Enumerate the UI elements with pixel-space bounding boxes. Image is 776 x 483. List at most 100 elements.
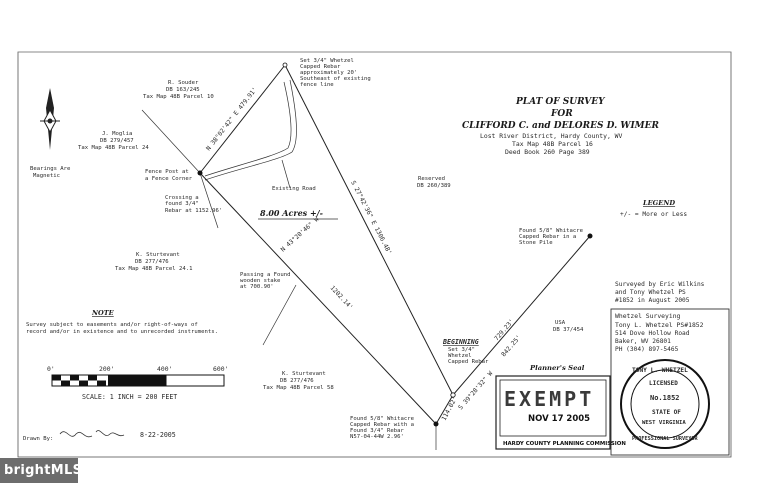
plat-district: Lost River District, Hardy County, WV [480,132,623,140]
callout-set-rebar-top: Set 3/4" Whetzel Capped Rebar approximat… [300,58,371,88]
svg-text:SCALE: 1 INCH = 200 FEET: SCALE: 1 INCH = 200 FEET [82,393,177,401]
svg-text:J. Moglia: J. Moglia [102,131,132,137]
svg-text:Fence Post at: Fence Post at [145,169,189,175]
svg-text:at 700.90': at 700.90' [240,284,274,290]
svg-text:Capped Rebar: Capped Rebar [448,359,489,365]
svg-text:Set 3/4" Whetzel: Set 3/4" Whetzel [300,58,354,64]
scale-bar: 0' 200' 400' 600' SCALE: 1 INCH = 200 FE… [47,365,228,401]
beginning-label: BEGINNING [442,338,479,346]
svg-text:LICENSED: LICENSED [649,380,678,387]
note-text-2: record and/or in existence and to unreco… [26,329,218,335]
svg-text:WEST VIRGINIA: WEST VIRGINIA [642,420,686,426]
svg-text:found 3/4": found 3/4" [165,201,199,207]
callout-found-rebar-bottom: Found 5/8" Whitacre Capped Rebar with a … [350,416,415,440]
svg-text:DB 260/389: DB 260/389 [417,183,451,189]
svg-text:#1852 in August 2005: #1852 in August 2005 [615,297,690,304]
svg-text:Southeast of existing: Southeast of existing [300,76,371,82]
svg-text:DB 279/457: DB 279/457 [100,138,134,144]
drawn-by-label: Drawn By: [23,436,53,442]
svg-text:0': 0' [47,365,55,373]
acreage-label: 8.00 Acres +/- [260,208,323,218]
svg-text:and Tony Whetzel PS: and Tony Whetzel PS [615,289,686,296]
bearing-se-distance-a: 842.25' [500,334,522,358]
adjoiner-sturtevant-24-1: K. Sturtevant DB 277/476 Tax Map 48B Par… [115,252,192,272]
svg-text:Found 5/8" Whitacre: Found 5/8" Whitacre [350,416,415,422]
svg-text:Capped Rebar with a: Capped Rebar with a [350,422,414,428]
note-text-1: Survey subject to easements and/or right… [26,322,198,328]
planners-org: HARDY COUNTY PLANNING COMMISSION [503,441,626,447]
svg-text:Baker, WV 26801: Baker, WV 26801 [615,338,671,345]
planners-seal-box [495,375,611,450]
callout-found-rebar-stone-pile: Found 5/8" Whitacre Capped Rebar in a St… [519,228,584,246]
svg-text:DB 277/476: DB 277/476 [135,259,169,265]
boundary-line-sw [199,172,437,425]
svg-text:K. Sturtevant: K. Sturtevant [282,371,326,377]
svg-text:600': 600' [213,365,228,373]
svg-text:Tax Map 48B Parcel 10: Tax Map 48B Parcel 10 [143,94,214,100]
svg-text:Stone Pile: Stone Pile [519,240,553,246]
svg-text:USA: USA [555,320,566,326]
adjoiner-reserved: Reserved DB 260/389 [417,176,451,189]
svg-text:Tax Map 48B Parcel 24: Tax Map 48B Parcel 24 [78,145,149,151]
svg-text:Tony L. Whetzel PS#1852: Tony L. Whetzel PS#1852 [615,321,704,329]
svg-text:PROFESSIONAL SURVEYOR: PROFESSIONAL SURVEYOR [632,436,698,442]
svg-text:Set 3/4": Set 3/4" [448,347,475,353]
bearing-sw-distance: 1202.14' [329,285,354,312]
boundary-lines [141,64,591,450]
existing-road-edge-b [204,81,292,177]
plat-deed-book: Deed Book 260 Page 389 [505,148,590,156]
drawn-by-date: 8-22-2005 [140,431,176,439]
existing-road-edge-a [204,79,297,181]
planners-date: NOV 17 2005 [528,414,590,424]
brightmls-badge: brightMLS [0,458,82,483]
svg-text:Found 5/8" Whitacre: Found 5/8" Whitacre [519,228,584,234]
legend-title: LEGEND [642,199,675,207]
svg-text:200': 200' [99,365,114,373]
magnetic-label: Magnetic [33,173,60,179]
svg-text:Capped Rebar in a: Capped Rebar in a [519,234,576,240]
boundary-line-short [435,394,454,425]
adjoiner-souder: R. Souder DB 163/245 Tax Map 48B Parcel … [143,80,214,100]
svg-text:PH (304) 897-5465: PH (304) 897-5465 [615,346,679,353]
svg-text:DB 277/476: DB 277/476 [280,378,314,384]
svg-text:Surveyed by Eric Wilkins: Surveyed by Eric Wilkins [615,281,705,288]
corner-marker-fence-post [197,170,203,176]
corner-marker-stone-pile [587,233,593,239]
plat-owners: CLIFFORD C. and DELORES D. WIMER [462,121,660,131]
note-title: NOTE [91,309,115,317]
bearing-ne: S 27°42'36" E 1306.48' [349,179,393,256]
legend-item: +/- = More or Less [620,211,687,218]
svg-text:Capped Rebar: Capped Rebar [300,64,341,70]
company-box [610,308,730,456]
adjoiner-line-nw [141,109,201,174]
bearings-label: Bearings Are [30,166,71,172]
svg-text:Crossing a: Crossing a [165,195,199,201]
surveyor-seal: TONY L. WHETZEL LICENSED No.1852 STATE O… [620,359,710,449]
boundary-line-ne [284,64,454,396]
adjoiner-moglia: J. Moglia DB 279/457 Tax Map 48B Parcel … [78,131,149,151]
svg-text:Found 3/4" Rebar: Found 3/4" Rebar [350,428,405,434]
plat-for: FOR [550,109,573,119]
adjoiner-line-s [262,284,297,346]
svg-text:DB 37/454: DB 37/454 [553,327,584,333]
callout-existing-road: Existing Road [272,186,316,192]
corner-marker-beginning [450,392,456,398]
svg-text:R. Souder: R. Souder [168,80,199,86]
svg-text:K. Sturtevant: K. Sturtevant [136,252,180,258]
bearing-short: 114.02' [441,396,459,422]
svg-text:No.1852: No.1852 [650,394,680,402]
svg-text:Passing a Found: Passing a Found [240,272,291,278]
bearing-sw: N 43°20'46" W [279,215,321,254]
callout-fence-post: Fence Post at a Fence Corner [145,169,193,182]
planners-stamp: EXEMPT [504,387,594,411]
drawn-by-signature [59,430,125,438]
north-arrow-icon [40,88,60,150]
svg-text:Tax Map 48B Parcel 24.1: Tax Map 48B Parcel 24.1 [115,266,192,272]
svg-text:N57-04-44W 2.96': N57-04-44W 2.96' [350,434,404,440]
callout-beginning: Set 3/4" Whetzel Capped Rebar [448,347,489,365]
svg-text:Reserved: Reserved [418,176,445,182]
svg-text:fence line: fence line [300,82,334,88]
svg-text:STATE OF: STATE OF [652,409,681,416]
svg-text:514 Dove Hollow Road: 514 Dove Hollow Road [615,330,690,337]
